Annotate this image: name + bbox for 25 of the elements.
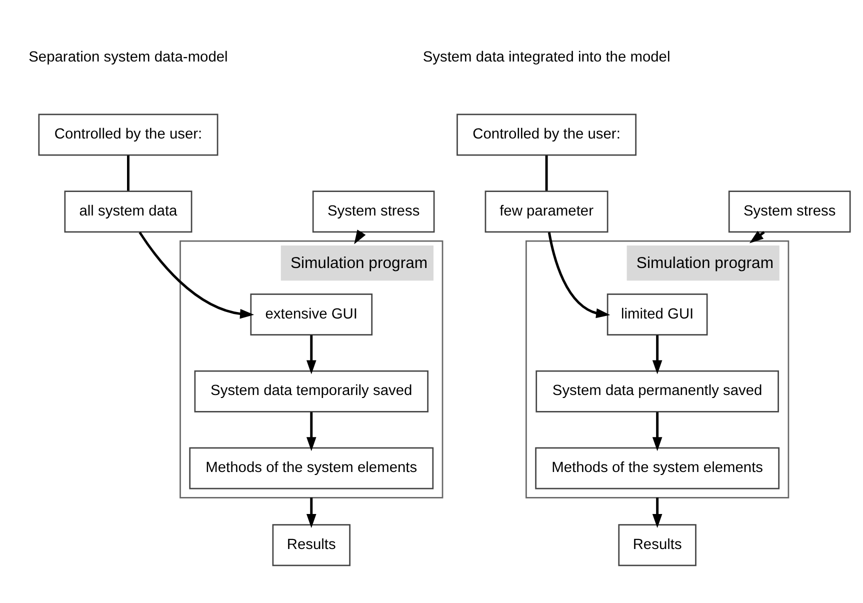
node-box: Controlled by the user: (456, 114, 637, 156)
node-box: extensive GUI (250, 293, 373, 336)
arrow (652, 335, 662, 374)
node-box: Results (618, 524, 696, 566)
label: System data integrated into the model (422, 50, 670, 66)
label: Separation system data-model (28, 50, 228, 66)
node-box: all system data (64, 190, 192, 233)
arrow (306, 412, 316, 452)
node-box: System data permanently saved (536, 370, 779, 412)
node-box: System data temporarily saved (194, 370, 428, 412)
node-box: Methods of the system elements (535, 447, 780, 490)
node-box: few parameter (484, 190, 608, 233)
arrow (652, 412, 662, 452)
node-box: Controlled by the user: (38, 114, 218, 156)
arrow (652, 498, 662, 528)
node-box: limited GUI (606, 293, 708, 336)
arrow (306, 335, 316, 374)
arrow (548, 232, 610, 318)
connector (127, 155, 130, 191)
node-box: Results (272, 524, 350, 566)
connector (545, 155, 548, 191)
node-box: Methods of the system elements (189, 447, 434, 490)
arrow (306, 498, 316, 528)
node-box: System stress (728, 190, 851, 233)
arrow (138, 232, 254, 319)
